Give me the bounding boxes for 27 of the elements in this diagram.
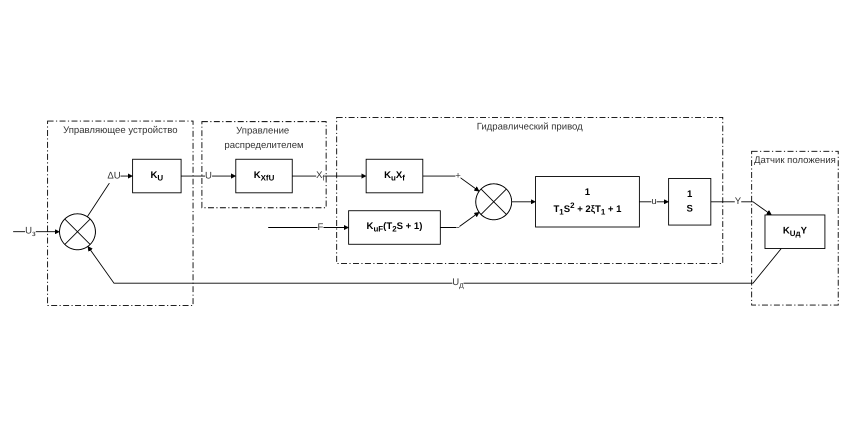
- edge-label: F: [318, 222, 324, 232]
- arrow: [710, 201, 772, 216]
- edge-label: U: [204, 170, 212, 181]
- edge-label: -: [456, 222, 460, 232]
- edge-label: Y: [734, 196, 742, 207]
- edge-label: +: [455, 170, 461, 181]
- node-box: K$_{XfU}$: [235, 158, 293, 194]
- edge-label: U$_{з}$: [25, 226, 36, 238]
- arrow: [12, 229, 60, 234]
- arrow: [511, 199, 536, 204]
- arrow: [180, 173, 236, 179]
- node-box: K$_{Uд}$Y: [764, 214, 826, 249]
- arrow: [440, 212, 480, 228]
- node-box: K$_{uF}$(T$_{2}$S + 1): [348, 210, 441, 245]
- arrow: [86, 173, 133, 218]
- node-box: K$_{u}$X$_{f}$: [366, 158, 424, 194]
- arrow: [292, 173, 366, 179]
- node-box: 1 T$_{1}$S$^{2}$ + 2ξT$_{1}$ + 1: [535, 176, 640, 228]
- node-box: 1 S: [668, 178, 712, 226]
- edge-label: ΔU: [107, 170, 121, 181]
- arrow: [268, 224, 349, 230]
- edge-label: u: [651, 196, 657, 207]
- edge-label: X$_{f}$: [316, 170, 325, 182]
- node-box: K$_{U}$: [132, 158, 182, 194]
- arrow: [422, 176, 480, 192]
- edge-label: U$_{д}$: [452, 277, 464, 290]
- arrow: [88, 246, 782, 284]
